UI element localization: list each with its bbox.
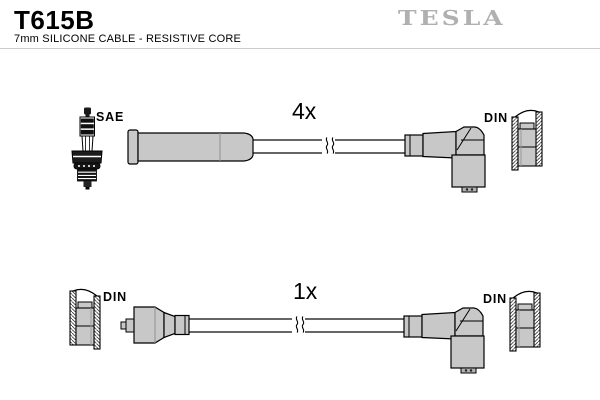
diagram-top bbox=[71, 107, 543, 193]
din-terminal-icon bbox=[69, 288, 101, 350]
din-connector-label: DIN bbox=[103, 290, 127, 304]
straight-coil-boot-icon bbox=[120, 306, 190, 344]
din-terminal-icon bbox=[511, 109, 543, 171]
din-terminal-icon bbox=[509, 290, 541, 352]
sae-connector-label: SAE bbox=[96, 110, 125, 124]
din-connector-label: DIN bbox=[484, 111, 508, 125]
din-connector-label: DIN bbox=[483, 292, 507, 306]
part-number: T615B bbox=[14, 5, 95, 35]
angled-boot-icon bbox=[403, 307, 485, 374]
product-subtitle: 7mm SILICONE CABLE - RESISTIVE CORE bbox=[14, 33, 242, 45]
cable-break-icon bbox=[292, 316, 305, 335]
straight-boot-icon bbox=[127, 129, 254, 165]
spark-plug-icon bbox=[71, 107, 103, 190]
quantity-label-bottom: 1x bbox=[293, 278, 318, 304]
header-divider bbox=[0, 48, 600, 49]
angled-boot-icon bbox=[404, 126, 486, 193]
brand-logo: TESLA bbox=[398, 6, 506, 30]
cable-break-icon bbox=[322, 137, 335, 156]
diagram-bottom bbox=[69, 288, 541, 374]
quantity-label-top: 4x bbox=[292, 98, 317, 124]
